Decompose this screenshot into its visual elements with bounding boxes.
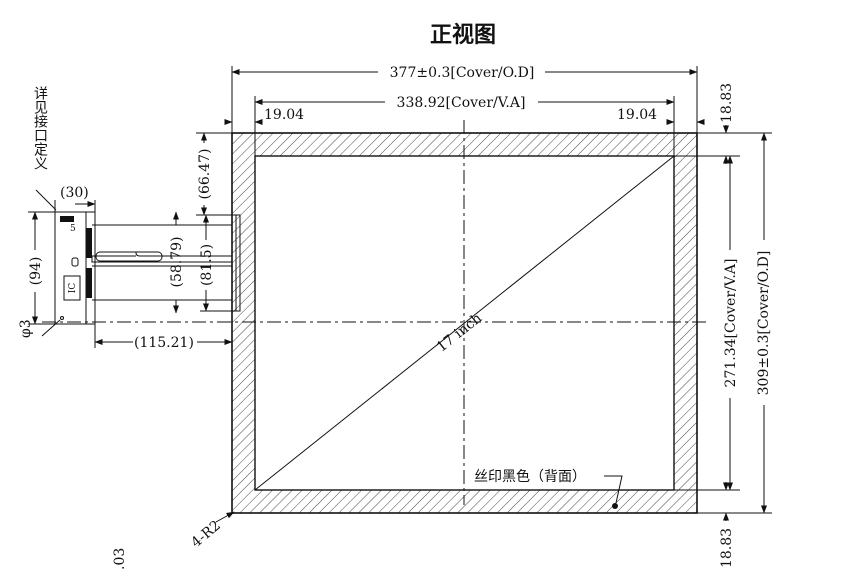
dim-tail-width-outer: (81.5) (199, 214, 232, 312)
dim-border-left-label: 19.04 (264, 107, 304, 123)
dim-tail-length-label: (115.21) (134, 335, 194, 351)
ic-chip (63, 275, 81, 301)
silkscreen-dot (612, 503, 618, 509)
fpc-tail-upper (91, 224, 232, 263)
dim-cover-od-height: 309±0.3[Cover/O.D] (756, 132, 772, 514)
dim-connector-height: (94) (28, 211, 55, 325)
dim-cover-od-width-label: 377±0.3[Cover/O.D] (390, 65, 535, 81)
dim-border-right-label: 19.04 (617, 107, 657, 123)
dim-tail-width-inner: (58.79) (169, 211, 185, 314)
connector-outline (54, 211, 96, 325)
dim-cover-od-height-label: 309±0.3[Cover/O.D] (756, 251, 772, 396)
bottom-note: .03 (112, 548, 128, 570)
dim-border-left: 19.04 (224, 107, 304, 125)
connector-pins-bottom (86, 268, 92, 298)
dim-border-top: 18.83 (719, 83, 735, 164)
interface-note: 详见接口定义 (32, 86, 48, 170)
corner-radius-label: 4-R2 (188, 518, 224, 552)
dim-cover-od-width: 377±0.3[Cover/O.D] (231, 65, 698, 133)
dim-tail-width-inner-label: (58.79) (169, 236, 185, 287)
dim-cover-va-height-label: 271.34[Cover/V.A] (723, 259, 739, 388)
fpc-tail-slot (95, 251, 163, 262)
ic-label: IC (68, 283, 78, 294)
dim-cover-va-height: 271.34[Cover/V.A] (723, 155, 739, 491)
silkscreen-callout: 丝印黑色（背面） (474, 468, 623, 509)
dim-tail-width-outer-label: (81.5) (199, 244, 215, 286)
mount-hole (60, 316, 64, 320)
connector-header (60, 216, 74, 222)
dim-tail-offset: (66.47) (196, 132, 232, 216)
diagonal-line (254, 155, 675, 491)
dim-border-bottom-label: 18.83 (719, 528, 735, 568)
dim-tail-offset-label: (66.47) (197, 148, 213, 199)
connector-pad (71, 257, 79, 267)
fpc-tail (91, 214, 241, 312)
corner-radius-callout: 4-R2 (188, 511, 235, 552)
fpc-tail-lower (92, 265, 232, 301)
dim-connector-width-label: (30) (60, 185, 89, 201)
dim-tail-length: (115.21) (94, 324, 233, 351)
dim-cover-va-width-label: 338.92[Cover/V.A] (397, 95, 526, 111)
hole-label: φ3 (18, 319, 34, 338)
connector-board: IC 5 (54, 211, 96, 325)
dim-connector-height-label: (94) (28, 257, 44, 286)
page-title: 正视图 (430, 22, 496, 48)
pin-label: 5 (70, 224, 76, 234)
dim-cover-va-width: 338.92[Cover/V.A] (254, 95, 675, 156)
dim-border-right: 19.04 (617, 107, 705, 125)
dim-border-top-label: 18.83 (719, 83, 735, 123)
dim-border-bottom: 18.83 (719, 482, 735, 568)
connector-pins-top (86, 228, 92, 258)
silkscreen-note: 丝印黑色（背面） (474, 468, 586, 485)
dim-connector-width: (30) (54, 185, 96, 212)
